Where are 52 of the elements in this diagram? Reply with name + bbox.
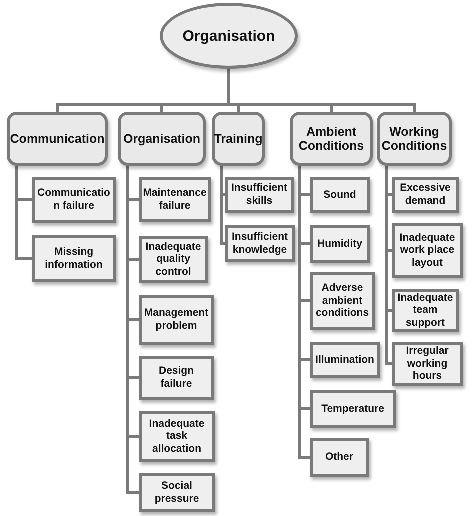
node-label: Working Conditions xyxy=(382,124,448,154)
factor-box xyxy=(392,342,463,386)
node-label: Inadequate task allocation xyxy=(148,418,206,456)
factor-box xyxy=(310,177,370,213)
category-box xyxy=(118,112,206,166)
node-label: Excessive demand xyxy=(399,182,452,208)
node-label: Adverse ambient conditions xyxy=(314,282,370,320)
factor-box xyxy=(225,225,295,262)
node-label: Insufficient knowledge xyxy=(230,230,289,256)
node-label: Training xyxy=(214,132,263,146)
node-label: Ambient Conditions xyxy=(298,124,366,154)
connector-line xyxy=(126,166,139,494)
node-label: Humidity xyxy=(318,238,362,250)
node-label: Insufficient skills xyxy=(230,182,288,208)
category-box xyxy=(377,112,452,166)
factor-box xyxy=(310,390,396,428)
factor-box xyxy=(139,177,211,222)
node-label: Organisation xyxy=(123,132,201,146)
node-label: Management problem xyxy=(143,307,210,333)
factor-box xyxy=(139,473,215,512)
factor-box xyxy=(225,177,294,213)
factor-box xyxy=(32,235,116,282)
node-label: Irregular working hours xyxy=(405,345,450,383)
factor-box xyxy=(310,225,370,263)
factor-box xyxy=(392,223,463,278)
category-box xyxy=(212,112,265,166)
node-label: Communication xyxy=(10,132,105,146)
node-label: Communicatio n failure xyxy=(36,187,112,213)
node-label: Organisation xyxy=(182,28,276,44)
node-label: Missing information xyxy=(44,246,104,272)
factor-box xyxy=(310,342,380,378)
category-box xyxy=(290,112,373,166)
node-label: Inadequate quality control xyxy=(144,240,202,278)
factor-box xyxy=(139,295,214,345)
factor-box xyxy=(392,177,459,213)
node-label: Illumination xyxy=(316,354,374,366)
factor-box xyxy=(139,236,208,283)
factor-box xyxy=(139,411,215,462)
node-label: Social pressure xyxy=(154,480,200,506)
node-label: Sound xyxy=(324,188,356,202)
node-label: Inadequate work place layout xyxy=(398,232,456,270)
category-box xyxy=(7,112,108,166)
node-label: Other xyxy=(325,451,354,464)
node-label: Temperature xyxy=(322,402,384,416)
factor-box xyxy=(32,177,116,223)
node-label: Maintenance failure xyxy=(143,186,207,212)
factor-box xyxy=(139,356,214,400)
node-label: Inadequate team support xyxy=(396,292,454,330)
connector-line xyxy=(298,166,310,459)
factor-box xyxy=(310,438,369,477)
node-label: Design failure xyxy=(158,365,195,391)
factor-box xyxy=(310,272,375,330)
